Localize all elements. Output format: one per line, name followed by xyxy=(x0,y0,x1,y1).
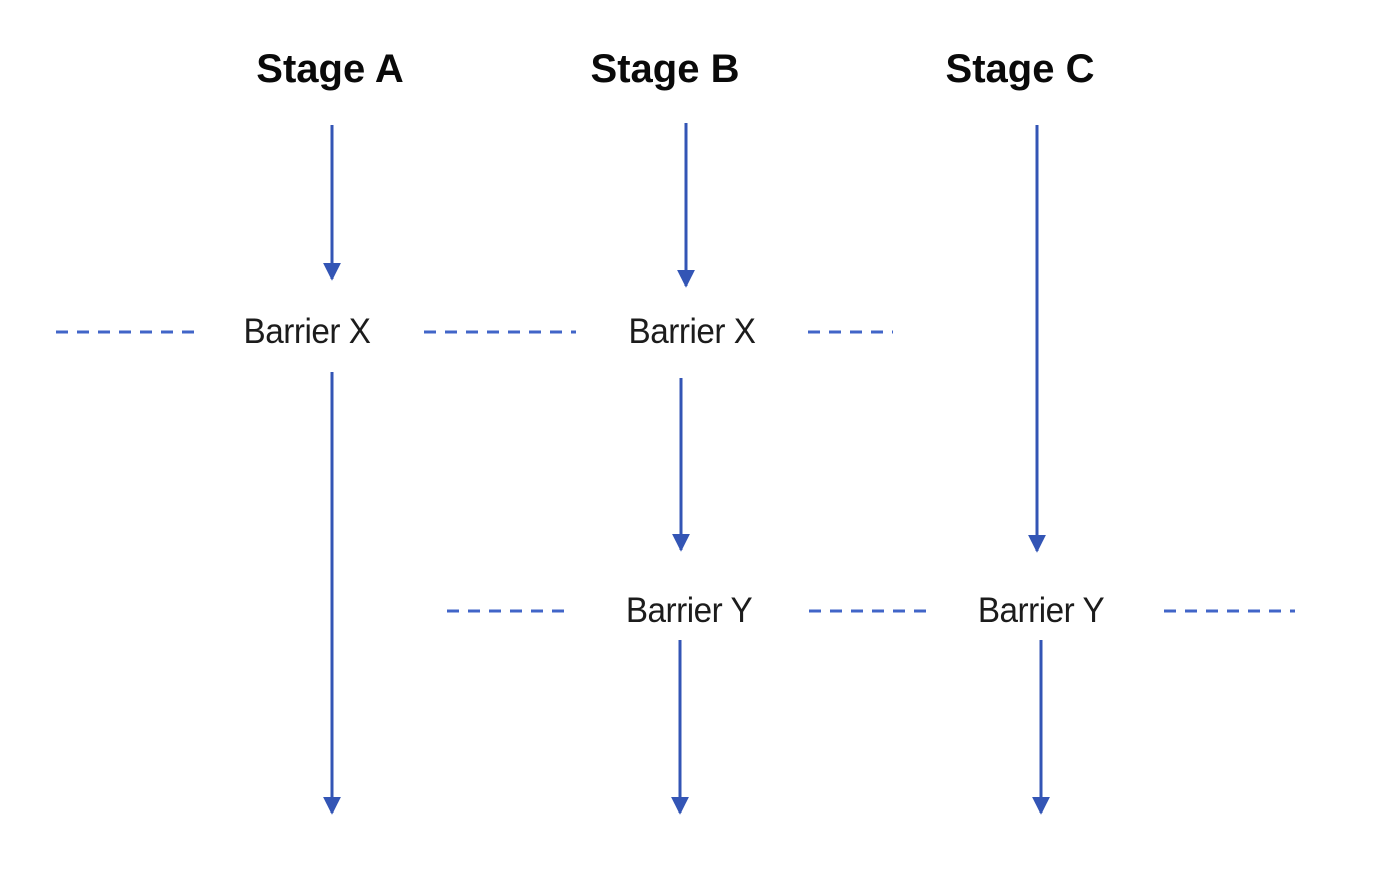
stage-b-label: Stage B xyxy=(590,47,740,91)
barrier-y-label-stage-b: Barrier Y xyxy=(625,591,753,630)
stage-c-label: Stage C xyxy=(945,47,1095,91)
barrier-x-label-stage-b: Barrier X xyxy=(628,312,756,351)
stage-a-label: Stage A xyxy=(256,47,404,91)
barrier-x-label-stage-a: Barrier X xyxy=(243,312,371,351)
barrier-y-label-stage-c: Barrier Y xyxy=(977,591,1105,630)
